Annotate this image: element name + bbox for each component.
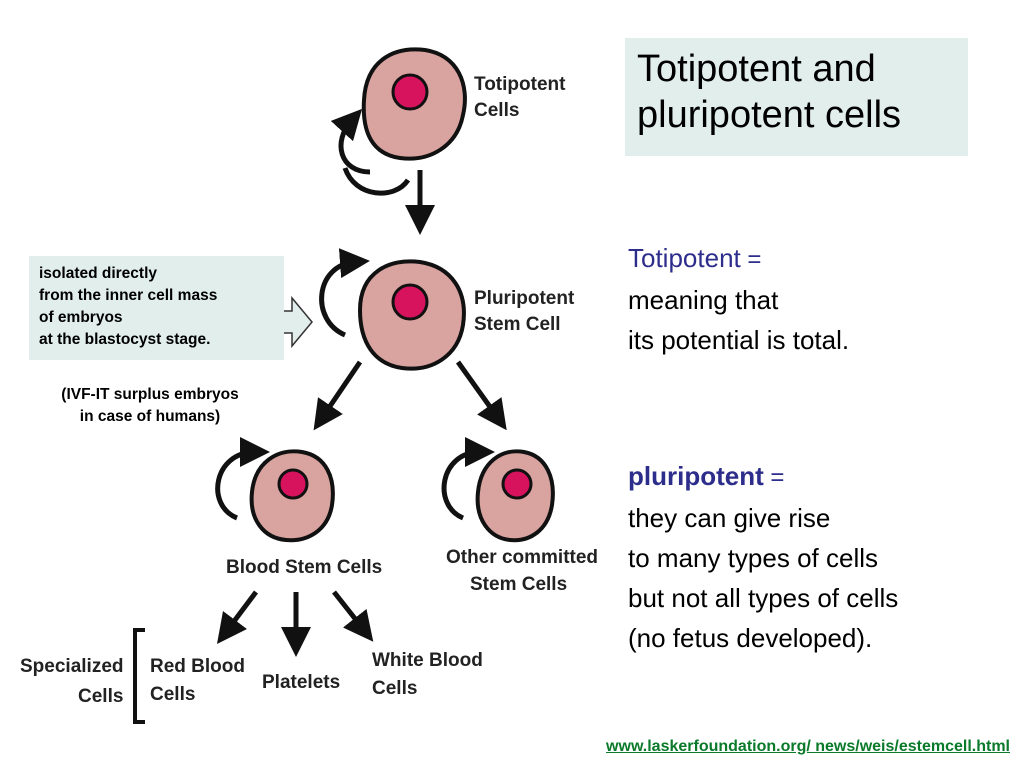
pluripotent-term-line: pluripotent = xyxy=(628,456,898,498)
specialized-label-2: Cells xyxy=(78,686,123,707)
pluripotent-label-2: Stem Cell xyxy=(474,314,561,335)
platelets-label: Platelets xyxy=(262,672,340,693)
other-committed-label-1: Other committed xyxy=(446,547,598,568)
totipotent-label-1: Totipotent xyxy=(474,74,566,95)
pluripotent-def-line-1: they can give rise xyxy=(628,503,831,533)
totipotent-def-line-2: its potential is total. xyxy=(628,325,850,355)
info-line-1: isolated directly xyxy=(39,265,158,282)
totipotent-term: Totipotent xyxy=(628,243,741,273)
totipotent-term-line: Totipotent = xyxy=(628,238,849,280)
white-blood-label-1: White Blood xyxy=(372,650,483,671)
self-renewal-arrow-icon xyxy=(441,437,495,521)
nucleus-icon xyxy=(391,73,429,111)
pluripotent-def-line-3: but not all types of cells xyxy=(628,583,899,613)
pluripotent-cell xyxy=(357,259,466,371)
title-line-2: pluripotent cells xyxy=(637,94,902,136)
other-committed-label-2: Stem Cells xyxy=(470,574,567,595)
pluripotent-equals: = xyxy=(763,464,785,491)
source-link[interactable]: www.laskerfoundation.org/ news/weis/este… xyxy=(606,738,1010,755)
loop-segment-icon xyxy=(342,167,411,196)
blood-stem-cells-label: Blood Stem Cells xyxy=(226,557,382,578)
red-blood-label-2: Cells xyxy=(150,684,195,705)
pluripotent-definition: pluripotent = they can give rise to many… xyxy=(628,456,898,658)
info-line-4: at the blastocyst stage. xyxy=(39,331,211,348)
specialized-label-1: Specialized xyxy=(20,656,124,677)
totipotent-def-line-1: meaning that xyxy=(628,285,779,315)
info-line-2: from the inner cell mass xyxy=(39,287,218,304)
totipotent-cell xyxy=(361,47,467,161)
totipotent-equals: = xyxy=(740,246,762,273)
self-renewal-arrow-icon xyxy=(215,437,270,521)
totipotent-definition: Totipotent = meaning that its potential … xyxy=(628,238,849,360)
white-blood-label-2: Cells xyxy=(372,678,417,699)
info-line-3: of embryos xyxy=(39,309,123,326)
blood-stem-cell xyxy=(249,449,335,543)
red-blood-label-1: Red Blood xyxy=(150,656,245,677)
pluripotent-label-1: Pluripotent xyxy=(474,288,575,309)
ivf-note-line-1: (IVF-IT surplus embryos xyxy=(61,386,239,403)
arrow-to-red-blood-icon xyxy=(217,590,258,644)
title-line-1: Totipotent and xyxy=(637,48,876,90)
pluripotent-def-line-2: to many types of cells xyxy=(628,543,878,573)
totipotent-label-2: Cells xyxy=(474,100,519,121)
nucleus-icon xyxy=(277,468,309,500)
arrow-right-down-icon xyxy=(455,360,507,431)
ivf-note-line-2: in case of humans) xyxy=(79,408,221,425)
arrow-left-down-icon xyxy=(313,360,363,431)
title-box: Totipotent and pluripotent cells xyxy=(625,38,968,156)
bracket-icon xyxy=(133,628,145,724)
self-renewal-arrow-icon xyxy=(330,108,371,175)
info-box: isolated directly from the inner cell ma… xyxy=(29,256,284,360)
pluripotent-term: pluripotent xyxy=(628,461,764,491)
nucleus-icon xyxy=(501,468,533,500)
self-renewal-arrow-icon xyxy=(319,248,370,338)
arrow-to-white-blood-icon xyxy=(332,590,374,642)
ivf-note: (IVF-IT surplus embryos in case of human… xyxy=(20,384,280,428)
pluripotent-def-line-4: (no fetus developed). xyxy=(628,623,873,653)
nucleus-icon xyxy=(391,283,429,321)
other-committed-stem-cell xyxy=(475,449,555,543)
